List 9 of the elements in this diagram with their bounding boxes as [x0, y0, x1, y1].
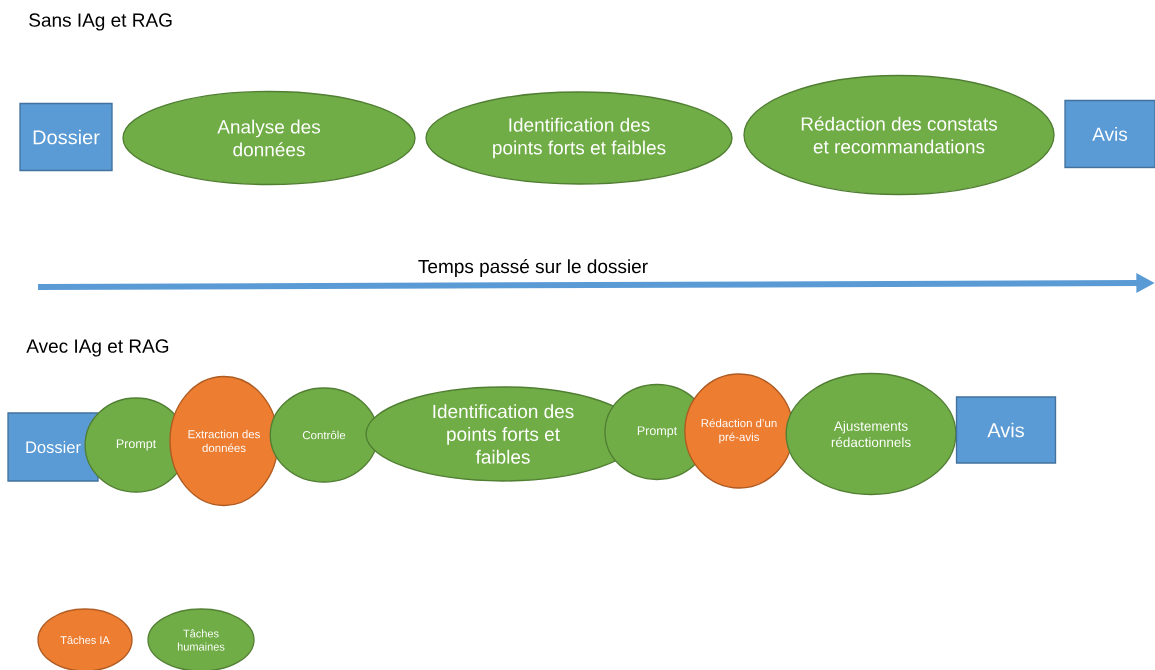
document-box: Avis [955, 396, 1057, 464]
section-heading: Avec IAg et RAG [26, 339, 169, 357]
section-heading: Sans IAg et RAG [29, 13, 172, 31]
legend-item: Tâches humaines [147, 608, 255, 670]
document-box: Dossier [7, 412, 99, 482]
section-heading: Temps passé sur le dossier [418, 259, 648, 277]
document-box: Avis [1064, 99, 1155, 169]
document-box: Dossier [19, 102, 113, 172]
legend-item: Tâches IA [37, 608, 133, 670]
